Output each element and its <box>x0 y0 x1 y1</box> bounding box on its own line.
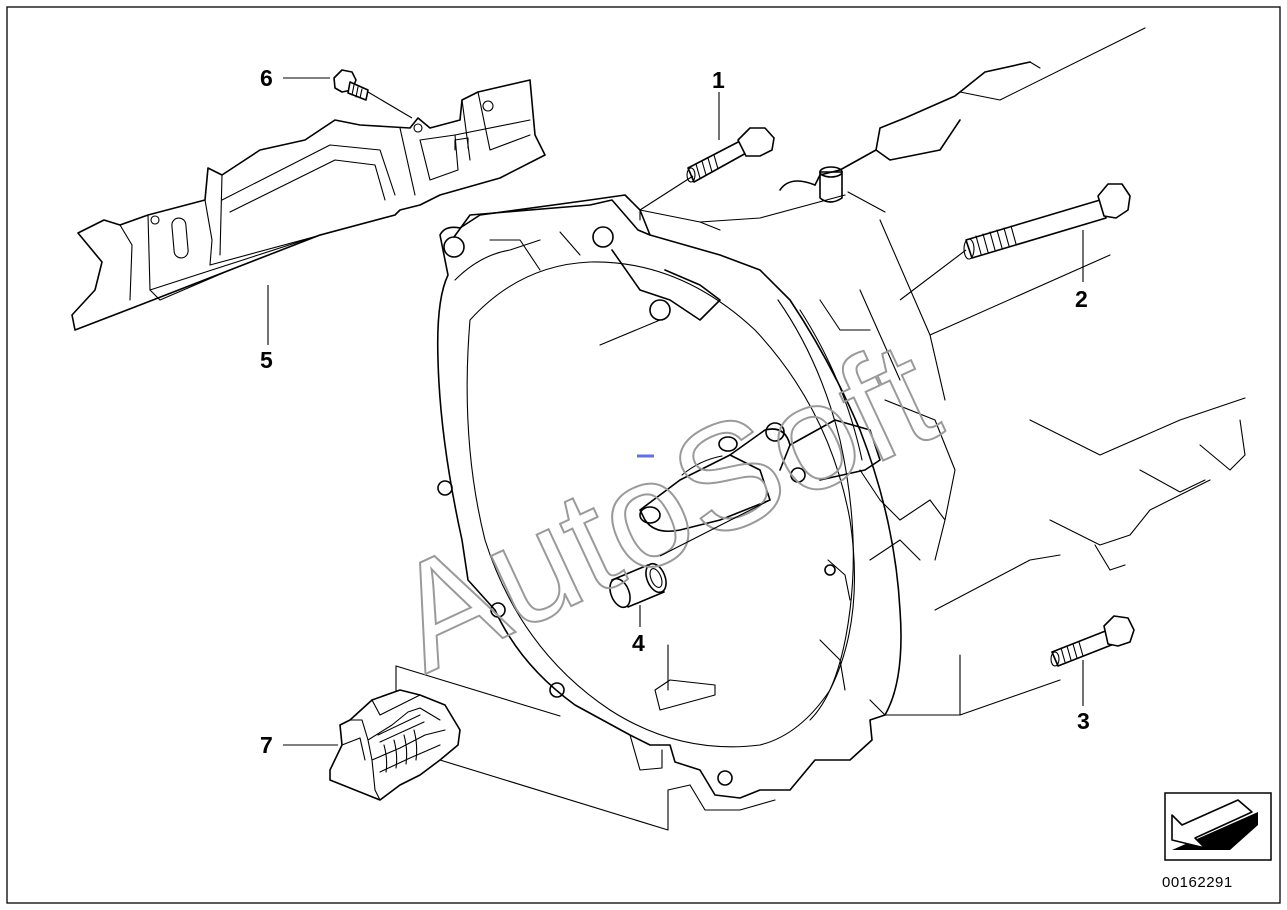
bolt-3[interactable] <box>1050 615 1135 667</box>
callout-1: 1 <box>712 67 725 93</box>
callout-7: 7 <box>260 732 273 758</box>
heat-shield[interactable] <box>71 79 546 331</box>
leader-lines <box>267 77 1084 746</box>
watermark-text: AutoSoft <box>368 308 960 703</box>
callout-6: 6 <box>260 65 273 91</box>
callout-2: 2 <box>1075 286 1088 312</box>
bolt-small-6[interactable] <box>333 69 369 101</box>
dowel-sleeve-4[interactable] <box>606 561 670 611</box>
transmission-housing <box>395 27 1246 831</box>
arrow-back-icon[interactable] <box>1164 792 1272 861</box>
bolt-long-2[interactable] <box>963 183 1131 260</box>
callout-3: 3 <box>1077 708 1090 734</box>
watermark: AutoSoft <box>367 307 961 704</box>
callout-4: 4 <box>632 630 645 656</box>
bracket-clip-7[interactable] <box>329 689 461 801</box>
reference-number: 00162291 <box>1162 874 1233 891</box>
bolt-1[interactable] <box>686 127 775 183</box>
diagram-frame <box>6 6 1281 904</box>
callout-5: 5 <box>260 347 273 373</box>
